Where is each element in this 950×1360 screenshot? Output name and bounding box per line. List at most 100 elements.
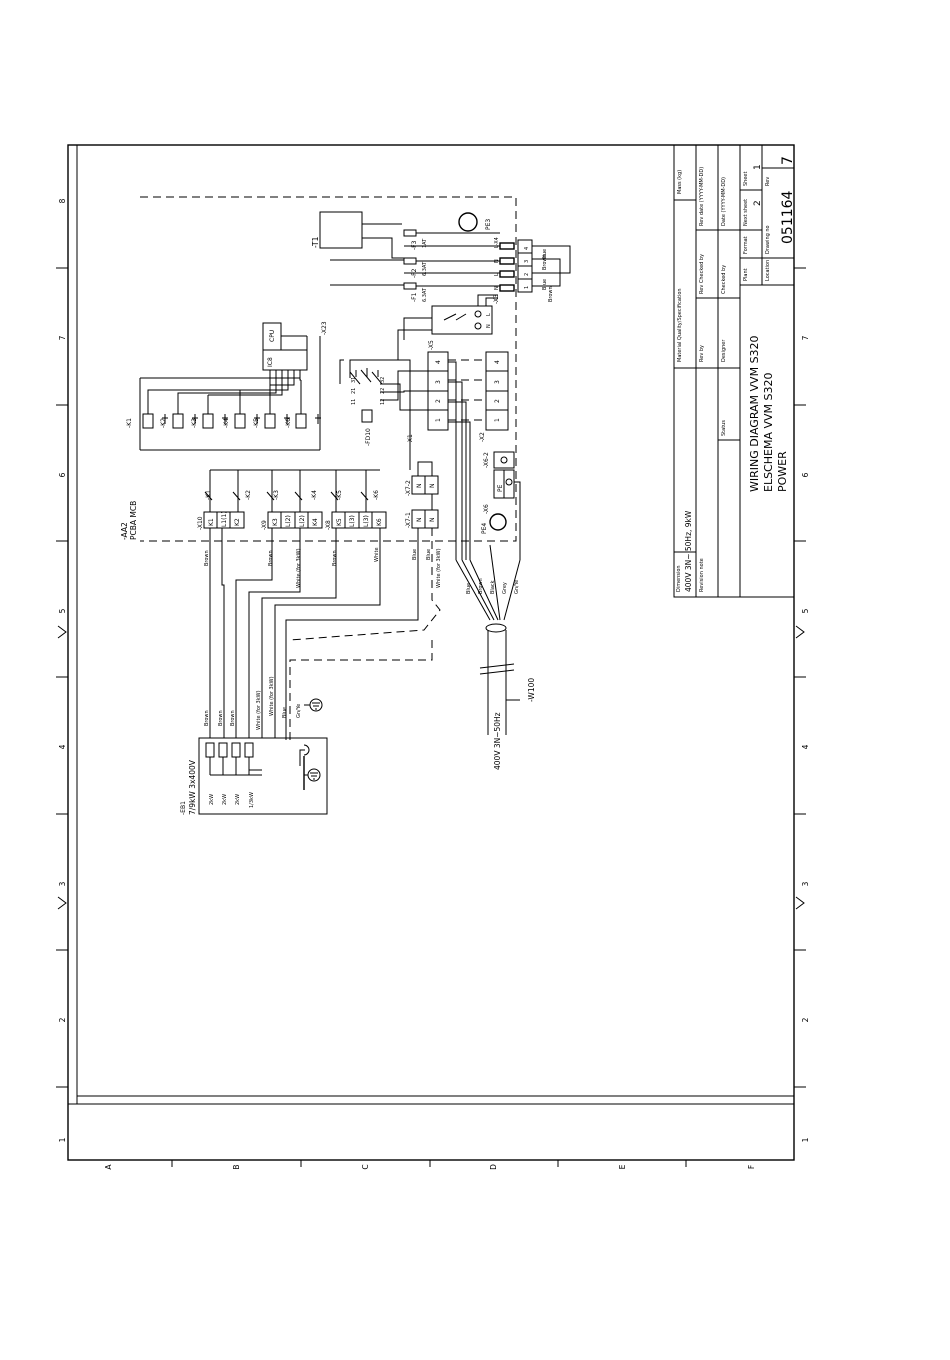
drawing-no-label: Drawing no	[765, 225, 771, 254]
location-label: Location	[765, 260, 771, 281]
x3-label: -X3	[493, 294, 500, 304]
terminal-block-x4: L-X4 N L N 4 3 2 1 Brown Blue Brown Blue	[494, 237, 571, 302]
relay-coil-k1: -K1	[126, 405, 168, 429]
terminal: L1(1)	[221, 511, 228, 527]
status-label: Status	[721, 420, 727, 436]
terminal: 2	[494, 399, 501, 403]
pe-terminal: PE	[497, 484, 504, 492]
plant-label: Plant	[743, 268, 749, 281]
terminal: 3	[494, 380, 501, 384]
contact-k1-label: -K1	[205, 490, 212, 500]
date-label: Date (YYYY-MM-DD)	[721, 177, 727, 226]
relay-coil-k5: -K5	[253, 385, 290, 429]
col-number: 3	[801, 881, 810, 886]
wire-label: White	[374, 547, 380, 562]
relay-coil-k4: -K4	[223, 390, 260, 429]
x1-x2-bridge	[448, 359, 486, 421]
col-number: 8	[58, 198, 67, 203]
heater-step: 2kW	[235, 794, 241, 805]
x2-label: -X2	[479, 432, 486, 442]
designer-label: Designer	[721, 339, 727, 362]
row-letter: B	[232, 1164, 241, 1169]
wire-label: Blue	[412, 549, 418, 560]
t1-label: -T1	[311, 236, 320, 248]
x4-l2: L	[494, 273, 500, 276]
wire-label: Brown	[230, 710, 236, 726]
relay-label: -K2	[160, 418, 167, 428]
next-sheet-value: 2	[753, 200, 763, 206]
fd10-contact: 32	[380, 377, 386, 383]
col-number: 7	[801, 335, 810, 340]
terminal: K6	[376, 518, 383, 526]
pe3-label: PE3	[485, 219, 492, 230]
eb1-label: -EB1	[180, 801, 187, 815]
terminal: 4	[494, 360, 501, 364]
terminal: K5	[336, 518, 343, 526]
terminal: 2	[435, 399, 442, 403]
wire-label: Blue	[466, 583, 472, 594]
wire-label: Brown	[204, 550, 210, 566]
w100-label: -W100	[527, 678, 536, 702]
dashed-wire	[289, 640, 433, 740]
aa2-label: -AA2	[120, 522, 129, 540]
material-label: Material Quality/Specification	[677, 288, 683, 362]
terminal: N	[429, 518, 436, 523]
terminal: N	[416, 518, 423, 523]
x4-n: N	[494, 259, 500, 263]
revision-number: 7	[780, 156, 796, 165]
supply-label: 400V 3N~50Hz	[493, 712, 502, 770]
cpu-label: CPU	[269, 330, 276, 342]
controller-ic8-cpu: IC8 CPU -X23	[262, 321, 328, 450]
drawing-title-se: ELSCHEMA VVM S320	[762, 373, 775, 493]
terminal: N	[429, 484, 436, 489]
border-row-letters: A B C D E F	[104, 1164, 756, 1170]
relay-label: -K3	[191, 418, 198, 428]
x3-l: L	[486, 313, 492, 316]
wire-label: White (for 3kW)	[256, 690, 262, 730]
wire-label: Brown	[332, 550, 338, 566]
rev-label: Rev	[765, 177, 771, 186]
immersion-heater-eb1: -EB1 7/9kW 3x400V 2kW 2kW 2kW 1/3kW	[180, 698, 328, 815]
terminal: 4	[435, 360, 442, 364]
contact-k6-label: -K6	[373, 490, 380, 500]
relay-contacts: -K1 -K2 -K3 -K4 -K5 -K6	[204, 469, 380, 512]
row-letter: D	[489, 1164, 498, 1170]
drawing-number: 051164	[780, 190, 796, 244]
wire-label: Brown	[268, 550, 274, 566]
terminal-block-x8: -X8 K5 L(3) L(3) K6	[325, 511, 387, 530]
x4-n2: N	[494, 286, 500, 290]
wire-label: Brown	[478, 578, 484, 594]
title-block	[673, 144, 795, 598]
revision-note-label: Revision note	[699, 558, 705, 592]
contact-k5-label: -K5	[336, 490, 343, 500]
terminal: N	[416, 484, 423, 489]
x9-label: -X9	[261, 520, 268, 530]
f3-rating: 1AT	[422, 238, 428, 248]
row-letter: A	[104, 1164, 113, 1170]
supply-cable-w100: Blue Brown Black Grey Gn/Ye -W100 400V 3…	[448, 361, 536, 770]
col-number: 6	[58, 472, 67, 477]
row-letter: E	[618, 1164, 627, 1169]
col-number: 3	[58, 881, 67, 886]
relay-label: -K4	[223, 418, 230, 428]
next-sheet-label: Next sheet	[743, 199, 749, 226]
terminal-block-x1: -X1 1 2 3 4	[407, 351, 449, 444]
col-number: 2	[801, 1017, 810, 1022]
terminal: K1	[208, 518, 215, 526]
dimension-label: Dimension	[676, 565, 682, 592]
border-column-numbers-left: 1 2 3 4 5 6 7 8	[58, 198, 67, 1142]
wire-label: Blue	[426, 549, 432, 560]
format-label: Format	[743, 236, 749, 254]
pe4-label: PE4	[481, 523, 488, 534]
row-letter: C	[361, 1164, 370, 1169]
checked-by-label: Checked by	[721, 265, 727, 294]
wire-label: White (for 3kW)	[269, 676, 275, 716]
rev-date-label: Rev date (YYYY-MM-DD)	[699, 167, 705, 226]
mass-label: Mass (kg)	[677, 170, 683, 194]
fd10-contact: 11	[351, 399, 357, 405]
heater-step: 1/3kW	[249, 792, 255, 808]
terminal: 1	[435, 418, 442, 422]
sheet-frame	[56, 144, 806, 1167]
terminal-block-x3-x5: -X5 -X3 L N	[428, 294, 500, 350]
ic8-label: IC8	[267, 357, 274, 367]
